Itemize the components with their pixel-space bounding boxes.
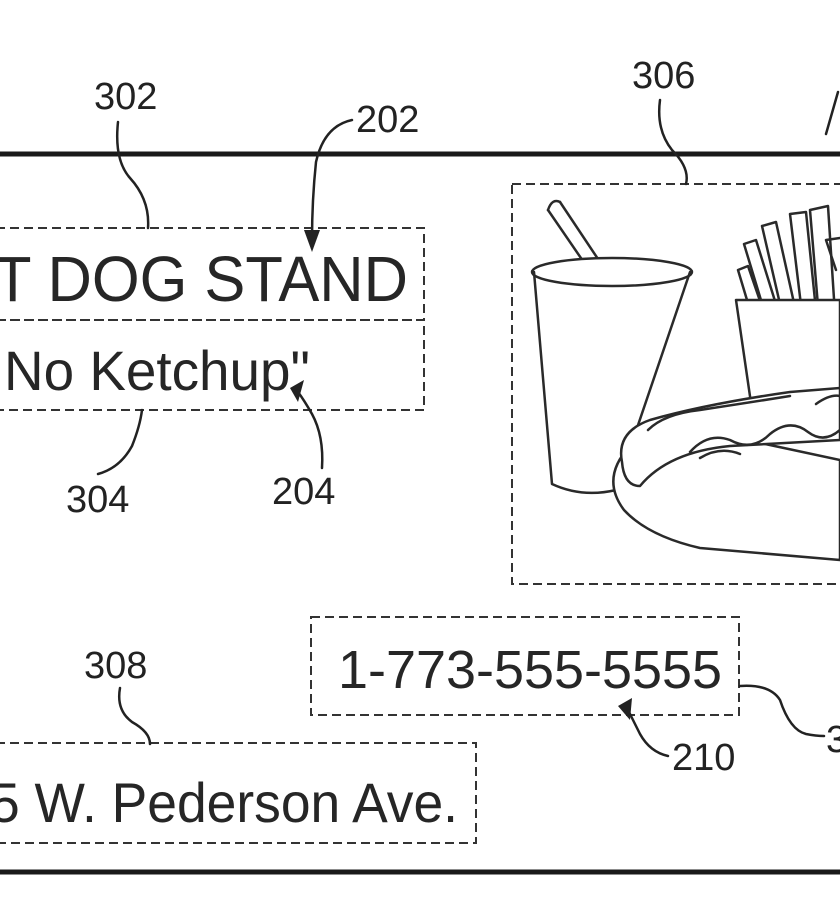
- leader-210: [624, 704, 670, 758]
- figure-corner-mark: [824, 90, 840, 136]
- phone-text-region: [310, 616, 740, 716]
- arrow-204: [290, 380, 304, 402]
- sign-phone: 1-773-555-5555: [338, 640, 722, 700]
- leader-204: [296, 390, 324, 470]
- ref-308: 308: [84, 645, 147, 687]
- arrow-202: [304, 230, 320, 252]
- hot-dog-icon: [612, 386, 840, 562]
- address-text-region: [0, 742, 477, 844]
- image-region: [511, 183, 840, 585]
- ref-210: 210: [672, 737, 735, 779]
- leader-302: [116, 120, 150, 230]
- sign-slogan: No Ketchup": [4, 339, 310, 402]
- ref-306: 306: [632, 55, 695, 97]
- leader-308: [118, 686, 152, 746]
- ref-304: 304: [66, 479, 129, 521]
- sign-address: 5 W. Pederson Ave.: [0, 771, 458, 834]
- leader-edge: [738, 684, 826, 738]
- ref-204: 204: [272, 471, 335, 513]
- leader-306: [658, 98, 688, 186]
- arrow-210: [618, 698, 632, 720]
- ref-202: 202: [356, 99, 419, 141]
- french-fries-icon: [734, 204, 840, 412]
- ref-edge: 3: [826, 719, 840, 761]
- sign-title: T DOG STAND: [0, 243, 408, 315]
- leader-304: [96, 408, 144, 476]
- ref-302: 302: [94, 76, 157, 118]
- slogan-text-region: [0, 319, 425, 411]
- leader-202: [310, 118, 354, 242]
